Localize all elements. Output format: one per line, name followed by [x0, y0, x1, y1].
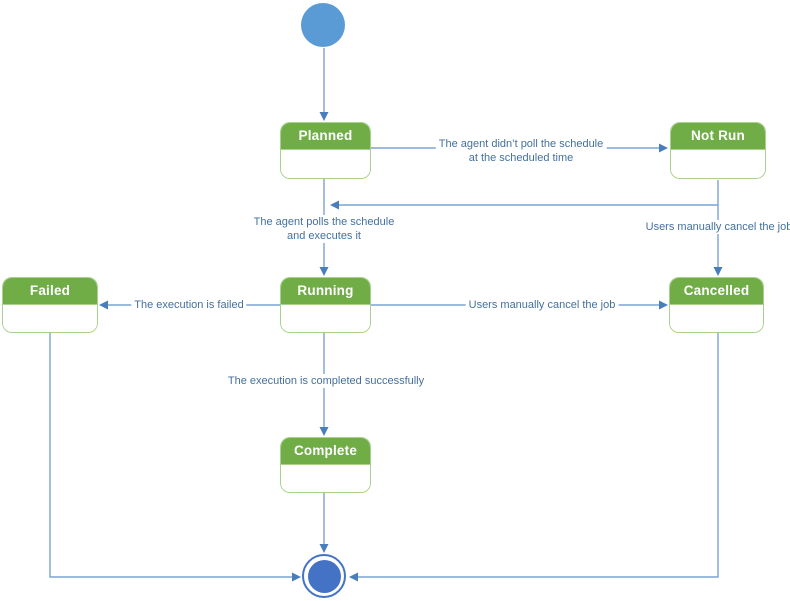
transition-label-not-run-cancelled: Users manually cancel the job [642, 220, 790, 234]
state-complete: Complete [280, 437, 371, 493]
state-failed: Failed [2, 277, 98, 333]
connector-complete-to-end [319, 493, 329, 553]
state-planned: Planned [280, 122, 371, 179]
state-running: Running [280, 277, 371, 333]
initial-state-node [301, 3, 345, 47]
state-not-run-body [671, 149, 765, 178]
state-planned-body [281, 149, 370, 178]
transition-label-running-cancelled: Users manually cancel the job [465, 298, 619, 312]
state-not-run-title: Not Run [671, 123, 765, 149]
connector-start-to-planned [319, 48, 329, 121]
transition-label-line: The agent polls the schedule [253, 216, 395, 228]
connector-cancelled-to-end [349, 333, 719, 582]
state-failed-body [3, 304, 97, 332]
state-complete-body [281, 464, 370, 492]
transition-label-line: at the scheduled time [468, 152, 574, 164]
state-cancelled-body [670, 304, 763, 332]
transition-label-running-complete: The execution is completed successfully [224, 374, 428, 388]
final-state-node [302, 554, 346, 598]
state-running-title: Running [281, 278, 370, 304]
state-not-run: Not Run [670, 122, 766, 179]
state-cancelled: Cancelled [669, 277, 764, 333]
final-state-inner-dot [307, 559, 341, 593]
state-running-body [281, 304, 370, 332]
state-cancelled-title: Cancelled [670, 278, 763, 304]
transition-label-running-failed: The execution is failed [131, 298, 247, 312]
transition-label-planned-not-run: The agent didn’t poll the schedule at th… [435, 137, 607, 165]
transition-label-planned-running: The agent polls the schedule and execute… [250, 215, 398, 243]
transition-label-line: The agent didn’t poll the schedule [438, 138, 604, 150]
connector-not-run-join-running-line [330, 200, 718, 210]
state-failed-title: Failed [3, 278, 97, 304]
state-planned-title: Planned [281, 123, 370, 149]
connector-failed-to-end [49, 333, 301, 582]
transition-label-line: and executes it [287, 230, 361, 242]
state-complete-title: Complete [281, 438, 370, 464]
